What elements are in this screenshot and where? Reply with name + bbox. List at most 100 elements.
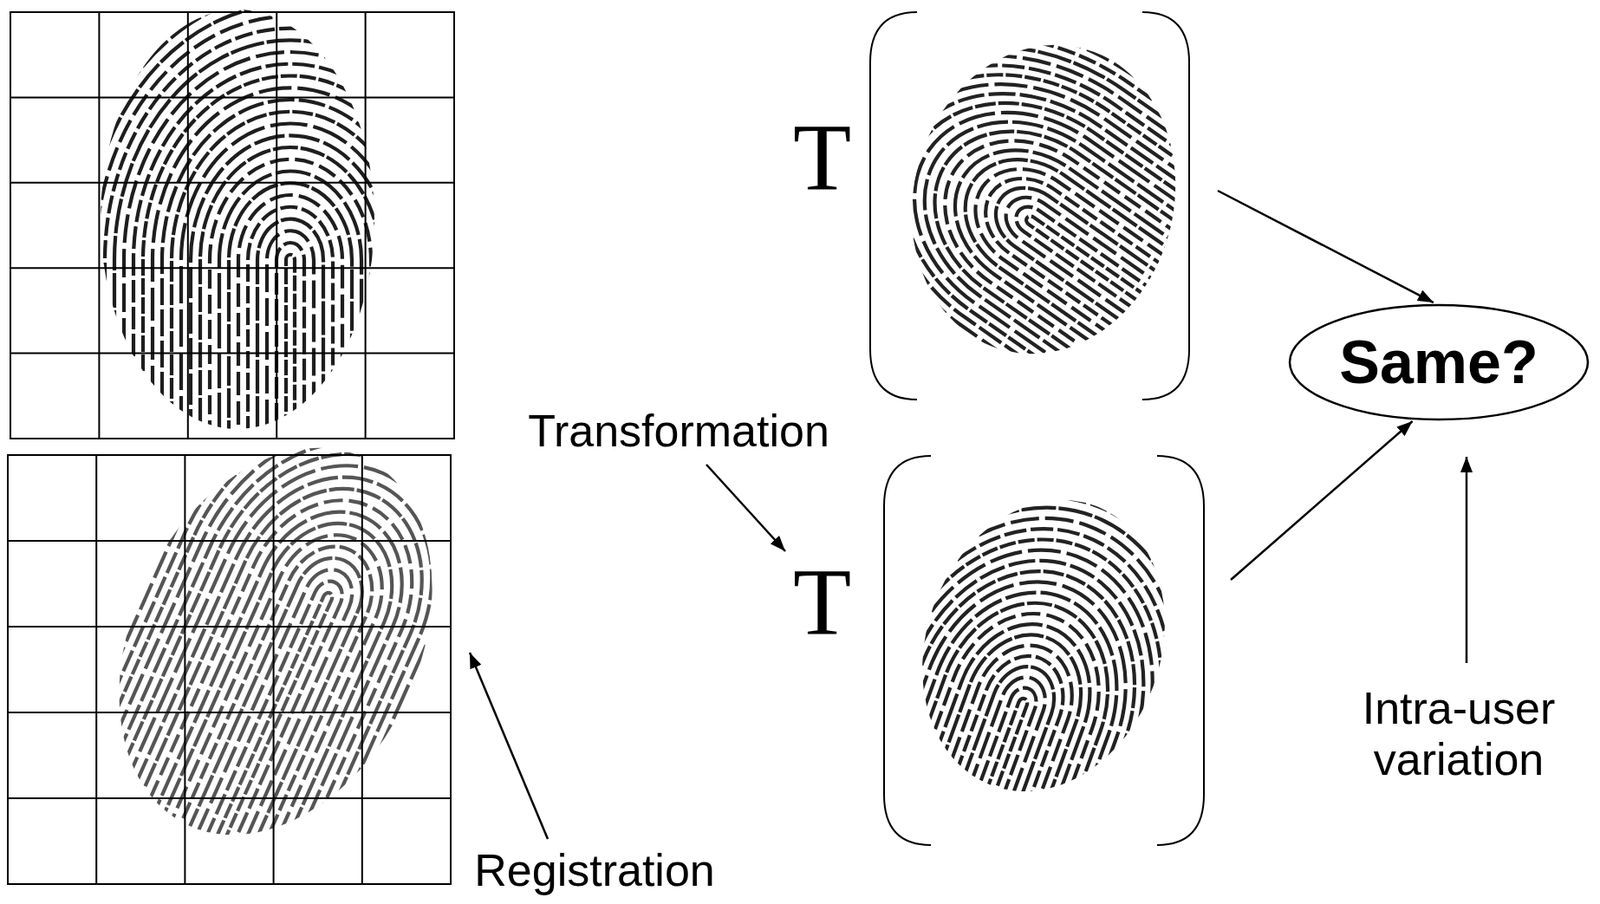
ridge <box>0 0 918 904</box>
ridge <box>774 0 1600 701</box>
grid-frame <box>7 455 451 885</box>
ridge <box>996 188 1542 587</box>
transform-symbol: T <box>793 105 852 211</box>
ridge <box>550 276 1408 904</box>
fingerprint <box>0 0 918 904</box>
ridge <box>0 221 673 904</box>
ellipse-shape <box>1289 305 1588 420</box>
ridge <box>477 158 1516 904</box>
ridge <box>681 487 1219 904</box>
ridge <box>0 251 646 904</box>
ridge <box>501 197 1480 904</box>
ridge <box>747 0 1600 715</box>
ridge <box>927 121 1566 623</box>
ridge <box>656 447 1254 904</box>
grid-line <box>364 12 367 439</box>
ridge <box>452 118 1550 904</box>
ridge <box>0 443 470 904</box>
ridge <box>637 0 1600 772</box>
ridge <box>456 0 1600 864</box>
ridge <box>574 316 1373 904</box>
ridge <box>493 184 1491 904</box>
ridge <box>0 15 863 904</box>
ridge <box>0 296 605 904</box>
ridge <box>518 223 1456 904</box>
ridge <box>0 162 728 904</box>
ridge <box>0 384 524 904</box>
ridge <box>871 67 1586 651</box>
ridge <box>0 0 619 867</box>
ridge <box>0 266 632 904</box>
leader-arrow <box>469 652 548 840</box>
ridge <box>640 421 1278 904</box>
ridge <box>171 111 410 867</box>
ridge <box>0 192 700 904</box>
ridge <box>672 474 1230 904</box>
ridge <box>485 171 1503 904</box>
ridge <box>692 0 1600 743</box>
ridge <box>0 207 687 904</box>
ridge <box>42 532 389 904</box>
ridge <box>913 107 1571 630</box>
ridge <box>0 74 809 904</box>
ridge <box>941 134 1561 616</box>
ridge <box>0 0 600 867</box>
ridge <box>664 0 1600 758</box>
grid-line <box>7 797 451 800</box>
ridge <box>429 0 1600 879</box>
bracket <box>1157 455 1204 846</box>
ridge <box>0 89 795 904</box>
grid-line <box>10 266 455 269</box>
ridge <box>885 81 1581 644</box>
grid-line <box>10 352 455 355</box>
ridge <box>899 94 1576 637</box>
ridge <box>664 460 1243 904</box>
ridge <box>760 0 1600 708</box>
ridge <box>786 657 1065 904</box>
grid-line <box>183 455 186 885</box>
ridge <box>721 552 1160 904</box>
brackets <box>870 12 1204 846</box>
ridge <box>509 210 1468 904</box>
ridge <box>566 302 1385 904</box>
decision-ellipse: Same? <box>1287 303 1590 422</box>
ridge <box>0 177 714 904</box>
ridge <box>133 64 448 867</box>
connector-arrow <box>1217 190 1434 303</box>
ridge <box>794 670 1053 904</box>
ridge <box>387 0 1600 899</box>
ridge <box>631 408 1289 904</box>
ridge <box>830 27 1600 672</box>
leader-arrow <box>706 464 786 552</box>
grid-line <box>95 455 98 885</box>
ridge <box>0 0 890 904</box>
ridge <box>461 131 1539 904</box>
bracket <box>870 12 918 400</box>
ellipse-label: Same? <box>1339 329 1539 397</box>
bracket <box>884 455 931 846</box>
grid-line <box>10 96 455 98</box>
ridge <box>0 311 592 904</box>
ridge <box>858 54 1591 658</box>
ridge <box>650 0 1600 765</box>
grid-line <box>97 12 100 439</box>
transformed-print: T <box>784 8 1218 408</box>
annotation-label: Intra-user variation <box>1328 682 1589 786</box>
ridge <box>0 118 768 904</box>
grid-line <box>10 182 455 184</box>
ridge <box>0 148 741 904</box>
grid-line <box>275 12 278 439</box>
ridge <box>969 161 1551 601</box>
ridge <box>0 0 610 867</box>
ridge <box>802 683 1041 904</box>
ridge <box>401 0 1600 892</box>
ridge <box>0 399 510 904</box>
grid-line <box>7 711 451 714</box>
ridge <box>484 0 1600 850</box>
ridge <box>0 458 456 904</box>
ridge <box>0 340 565 904</box>
ridge <box>567 0 1600 807</box>
ridge <box>770 631 1088 904</box>
ridge <box>0 45 836 904</box>
ridge <box>615 382 1314 904</box>
